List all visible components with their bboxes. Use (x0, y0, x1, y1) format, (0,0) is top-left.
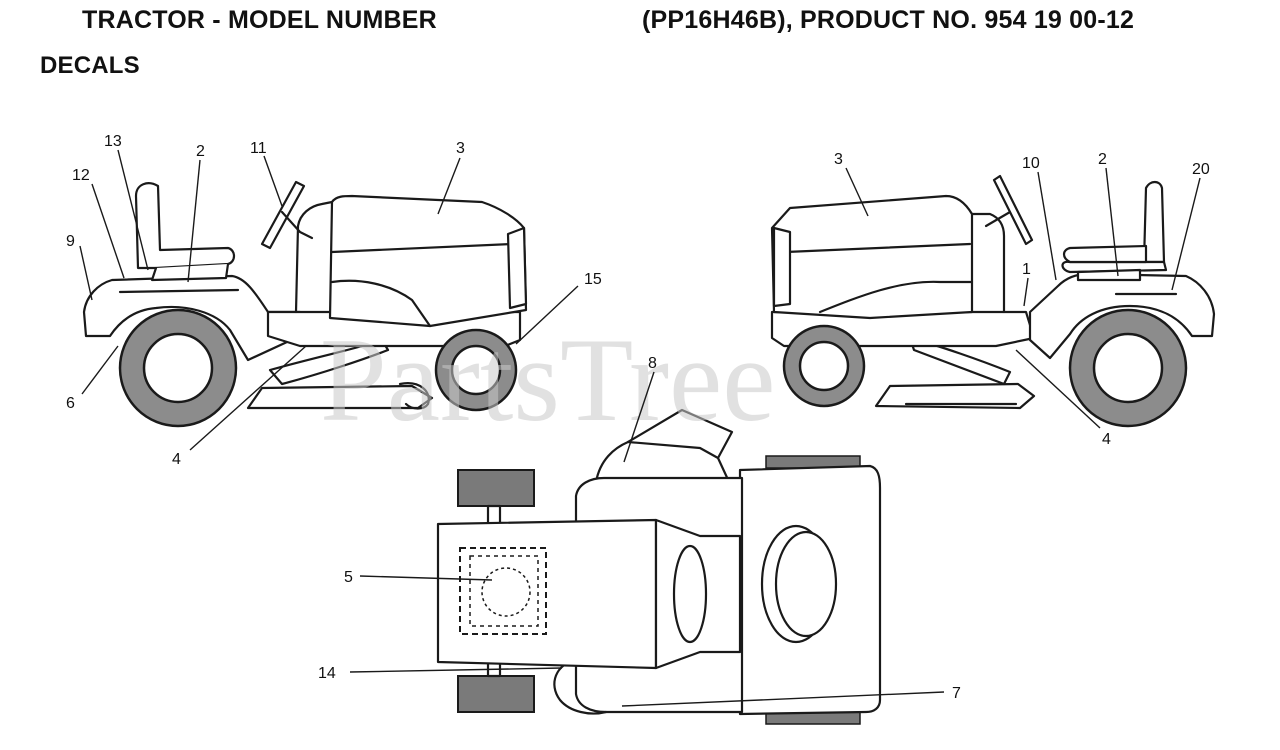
title-right: (PP16H46B), PRODUCT NO. 954 19 00-12 (642, 6, 1135, 34)
callout-8: 8 (648, 355, 657, 372)
callout-14: 14 (318, 665, 336, 682)
tractor-top-view (436, 408, 882, 725)
callout-2: 2 (196, 143, 205, 160)
tractor-left-view (82, 180, 528, 428)
callout-1: 1 (1022, 261, 1031, 278)
callout-5: 5 (344, 569, 353, 586)
callout-15: 15 (584, 271, 602, 288)
watermark: PartsTree (320, 313, 776, 446)
callout-9: 9 (66, 233, 75, 250)
leader-lines (79, 149, 1201, 707)
callout-12: 12 (72, 167, 90, 184)
callout-2-right: 2 (1098, 151, 1107, 168)
callout-11: 11 (250, 140, 267, 157)
callout-4-right: 4 (1102, 431, 1111, 448)
callout-13: 13 (104, 133, 122, 150)
title-left: TRACTOR - MODEL NUMBER (82, 6, 437, 34)
callout-6: 6 (66, 395, 75, 412)
callout-7: 7 (952, 685, 961, 702)
callout-4: 4 (172, 451, 181, 468)
tractor-right-view (770, 174, 1216, 428)
callout-20: 20 (1192, 161, 1210, 178)
callouts: 13 2 11 3 12 9 15 6 4 3 10 2 20 1 4 8 5 … (66, 133, 1210, 702)
section-title: DECALS (40, 52, 140, 79)
callout-3: 3 (456, 140, 465, 157)
callout-3-right: 3 (834, 151, 843, 168)
callout-10: 10 (1022, 155, 1040, 172)
